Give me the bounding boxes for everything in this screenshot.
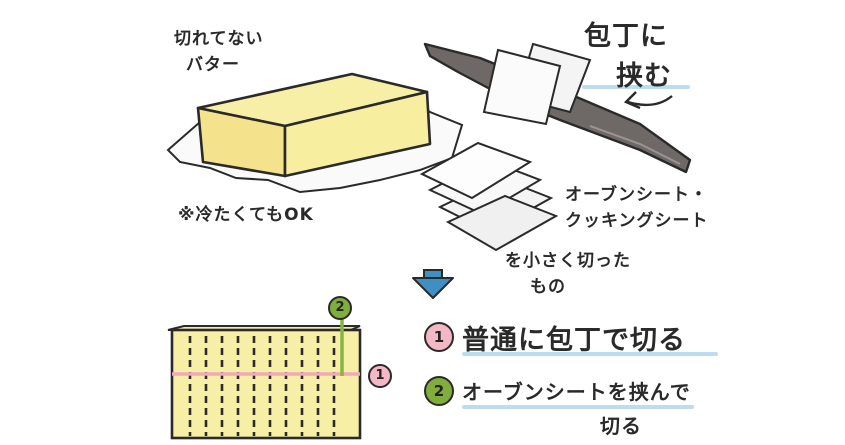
step-1-text: 普通に包丁で切る xyxy=(462,325,686,356)
underline-step1 xyxy=(462,352,718,356)
diagram-badge-horizontal: 1 xyxy=(368,364,392,388)
step-2-badge: 2 xyxy=(424,376,454,406)
butter-block-icon xyxy=(196,72,432,178)
label-knife-1: 包丁に xyxy=(584,21,668,52)
label-cold-ok: ※冷たくてもOK xyxy=(178,205,314,225)
label-sheet-4: もの xyxy=(530,277,566,297)
label-sheet-3: を小さく切った xyxy=(505,251,631,271)
underline-knife xyxy=(582,85,690,89)
diagram-badge-vertical: 2 xyxy=(328,296,352,320)
pointer-arrow-icon xyxy=(627,95,673,107)
down-arrow-icon xyxy=(412,277,454,299)
label-knife-2: 挟む xyxy=(616,61,672,92)
knife-icon xyxy=(423,42,692,174)
label-sheet-1: オーブンシート・ xyxy=(565,185,708,205)
step-2-text-1: オーブンシートを挟んで xyxy=(462,380,691,404)
step-1-badge: 1 xyxy=(424,322,454,352)
cut-butter-diagram-icon xyxy=(167,318,362,440)
step-2-text-2: 切る xyxy=(600,414,642,438)
label-sheet-2: クッキングシート xyxy=(565,211,709,231)
underline-step2 xyxy=(462,405,694,409)
sheet-stack-icon xyxy=(419,141,559,252)
label-uncut-butter-2: バター xyxy=(186,55,240,75)
label-uncut-butter-1: 切れてない xyxy=(174,29,264,49)
